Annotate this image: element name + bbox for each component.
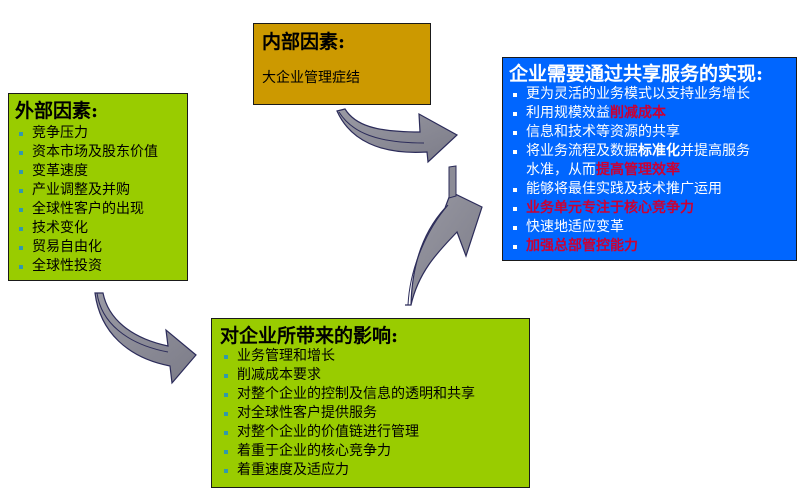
list-item: 业务单元专注于核心竞争力 (509, 199, 790, 218)
internal-factors-title: 内部因素: (262, 31, 346, 53)
external-factors-box: 外部因素: 竞争压力 资本市场及股东价值 变革速度 产业调整及并购 全球性客户的… (8, 93, 188, 281)
impact-box: 对企业所带来的影响: 业务管理和增长 削减成本要求 对整个企业的控制及信息的透明… (211, 318, 530, 488)
list-item: 贸易自由化 (15, 238, 181, 257)
list-item: 对整个企业的控制及信息的透明和共享 (220, 385, 521, 404)
curved-arrow-icon (94, 292, 197, 385)
highlight-text: 削减成本 (610, 105, 666, 121)
list-item: 着重于企业的核心竞争力 (220, 442, 521, 461)
internal-factors-box: 内部因素: 大企业管理症结 (253, 23, 431, 105)
curved-arrow-icon (336, 108, 459, 164)
list-item: 更为灵活的业务模式以支持业务增长 (509, 85, 790, 104)
shared-services-list: 更为灵活的业务模式以支持业务增长 利用规模效益削减成本 信息和技术等资源的共享 … (509, 85, 790, 256)
list-item: 能够将最佳实践及技术推广运用 (509, 180, 790, 199)
list-item: 利用规模效益削减成本 (509, 104, 790, 123)
list-item: 信息和技术等资源的共享 (509, 123, 790, 142)
curved-arrow-icon (405, 165, 483, 306)
list-item: 将业务流程及数据标准化并提高服务水准，从而提高管理效率 (509, 142, 790, 180)
list-item: 变革速度 (15, 162, 181, 181)
shared-services-box: 企业需要通过共享服务的实现: 更为灵活的业务模式以支持业务增长 利用规模效益削减… (502, 57, 797, 261)
list-item: 对整个企业的价值链进行管理 (220, 423, 521, 442)
external-factors-list: 竞争压力 资本市场及股东价值 变革速度 产业调整及并购 全球性客户的出现 技术变… (15, 124, 181, 276)
external-factors-title: 外部因素: (15, 100, 99, 122)
list-item: 全球性客户的出现 (15, 200, 181, 219)
item-text: 利用规模效益 (526, 105, 610, 121)
highlight-text: 提高管理效率 (596, 162, 680, 178)
list-item: 资本市场及股东价值 (15, 143, 181, 162)
list-item: 竞争压力 (15, 124, 181, 143)
shared-services-title: 企业需要通过共享服务的实现: (509, 63, 764, 85)
list-item: 技术变化 (15, 219, 181, 238)
list-item: 快速地适应变革 (509, 218, 790, 237)
impact-title: 对企业所带来的影响: (220, 325, 399, 347)
bold-text: 标准化 (638, 143, 680, 159)
list-item: 产业调整及并购 (15, 181, 181, 200)
list-item: 对全球性客户提供服务 (220, 404, 521, 423)
list-item: 削减成本要求 (220, 366, 521, 385)
list-item: 着重速度及适应力 (220, 461, 521, 480)
internal-factors-text: 大企业管理症结 (262, 70, 360, 86)
list-item: 业务管理和增长 (220, 347, 521, 366)
item-text: 水准，从而 (526, 162, 596, 178)
item-text: 将业务流程及数据 (526, 143, 638, 159)
list-item: 全球性投资 (15, 257, 181, 276)
list-item: 加强总部管控能力 (509, 237, 790, 256)
item-text: 并提高服务 (680, 143, 750, 159)
impact-list: 业务管理和增长 削减成本要求 对整个企业的控制及信息的透明和共享 对全球性客户提… (220, 347, 521, 480)
